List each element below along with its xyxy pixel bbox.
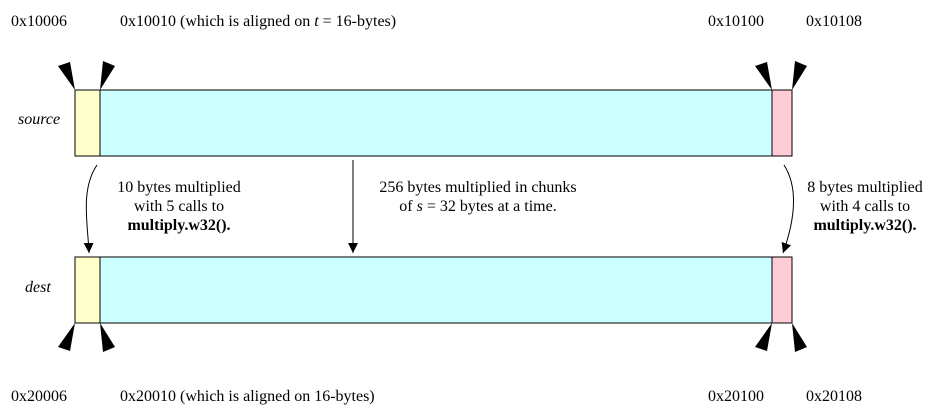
arrow-dest-aligned <box>100 323 115 352</box>
dest-address-aligned: 0x20010 (which is aligned on 16-bytes) <box>120 388 375 405</box>
arrow-source-end <box>792 61 807 90</box>
arrow-source-tail <box>755 62 772 90</box>
note-head: 10 bytes multiplied with 5 calls to mult… <box>117 179 241 234</box>
arrow-dest-end <box>792 323 807 352</box>
arrow-copy-tail <box>781 164 794 254</box>
arrow-source-start <box>58 62 75 90</box>
arrow-dest-tail <box>755 323 772 351</box>
dest-address-end: 0x20108 <box>806 388 862 405</box>
source-head-segment <box>74 89 101 157</box>
note-middle: 256 bytes multiplied in chunks of s = 32… <box>379 179 577 215</box>
source-address-tail: 0x10100 <box>708 13 764 30</box>
source-address-start: 0x10006 <box>11 13 67 30</box>
arrow-copy-head <box>83 164 98 254</box>
arrow-source-aligned <box>100 61 115 90</box>
arrow-dest-start <box>58 323 75 351</box>
source-middle-segment <box>99 89 773 157</box>
dest-middle-segment <box>99 256 773 324</box>
dest-label: dest <box>25 279 51 296</box>
dest-address-tail: 0x20100 <box>708 388 764 405</box>
source-label: source <box>18 111 61 128</box>
dest-address-start: 0x20006 <box>11 388 67 405</box>
note-tail: 8 bytes multiplied with 4 calls to multi… <box>807 179 923 234</box>
source-address-aligned: 0x10010 (which is aligned on t = 16-byte… <box>120 13 397 30</box>
source-address-end: 0x10108 <box>806 13 862 30</box>
source-tail-segment <box>771 89 793 157</box>
dest-head-segment <box>74 256 101 324</box>
dest-tail-segment <box>771 256 793 324</box>
